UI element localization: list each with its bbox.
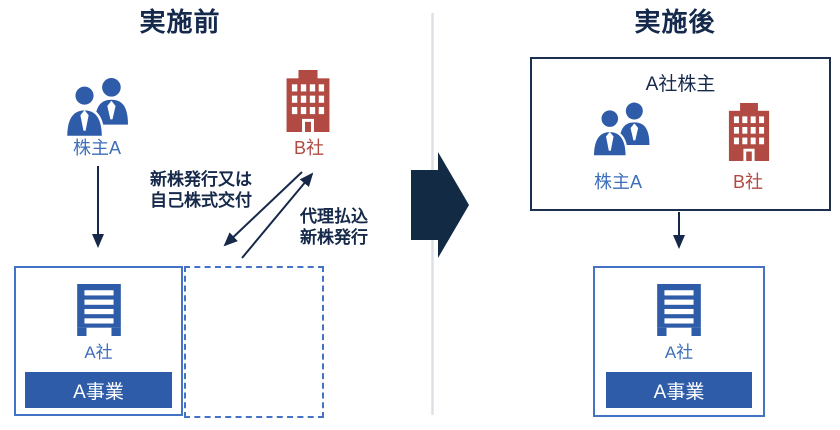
empty-dashed-box — [184, 266, 324, 418]
before-title: 実施前 — [139, 7, 221, 37]
after-title: 実施後 — [634, 7, 716, 37]
shareholder-a-label: 株主A — [72, 138, 122, 158]
company-b-building-icon — [286, 70, 330, 132]
company-b-building-icon-after — [728, 103, 770, 161]
a-shareholders-box: A社株主 株主A — [530, 57, 831, 211]
issue-arrow-label: 新株発行又は 自己株式交付 — [150, 169, 252, 211]
company-a-label-after: A社 — [664, 343, 694, 362]
company-b-label-after: B社 — [732, 172, 764, 192]
payment-arrow-label-line2: 新株発行 — [300, 228, 368, 247]
company-a-building-icon-after — [657, 284, 701, 336]
company-b-label: B社 — [293, 138, 325, 158]
company-a-building-icon — [76, 284, 121, 336]
company-a-box-after: A社 A事業 — [593, 266, 765, 417]
issue-arrow-label-line1: 新株発行又は — [150, 170, 252, 189]
right-block-arrow-icon — [411, 152, 469, 258]
shareholder-a-label-after: 株主A — [593, 172, 643, 192]
business-a-bar-after: A事業 — [606, 372, 752, 408]
shareholder-a-people-icon — [64, 78, 128, 137]
payment-arrow-label: 代理払込 新株発行 — [300, 206, 368, 248]
a-shareholders-label: A社株主 — [645, 74, 716, 95]
business-a-label: A事業 — [73, 381, 124, 403]
business-a-bar: A事業 — [25, 372, 172, 408]
business-a-label-after: A事業 — [653, 381, 705, 403]
payment-arrow-label-line1: 代理払込 — [300, 207, 368, 226]
company-a-label: A社 — [84, 343, 113, 362]
shareholder-a-people-icon-after — [591, 102, 650, 158]
company-a-box-before: A社 A事業 — [14, 266, 183, 416]
issue-arrow-label-line2: 自己株式交付 — [150, 191, 252, 210]
